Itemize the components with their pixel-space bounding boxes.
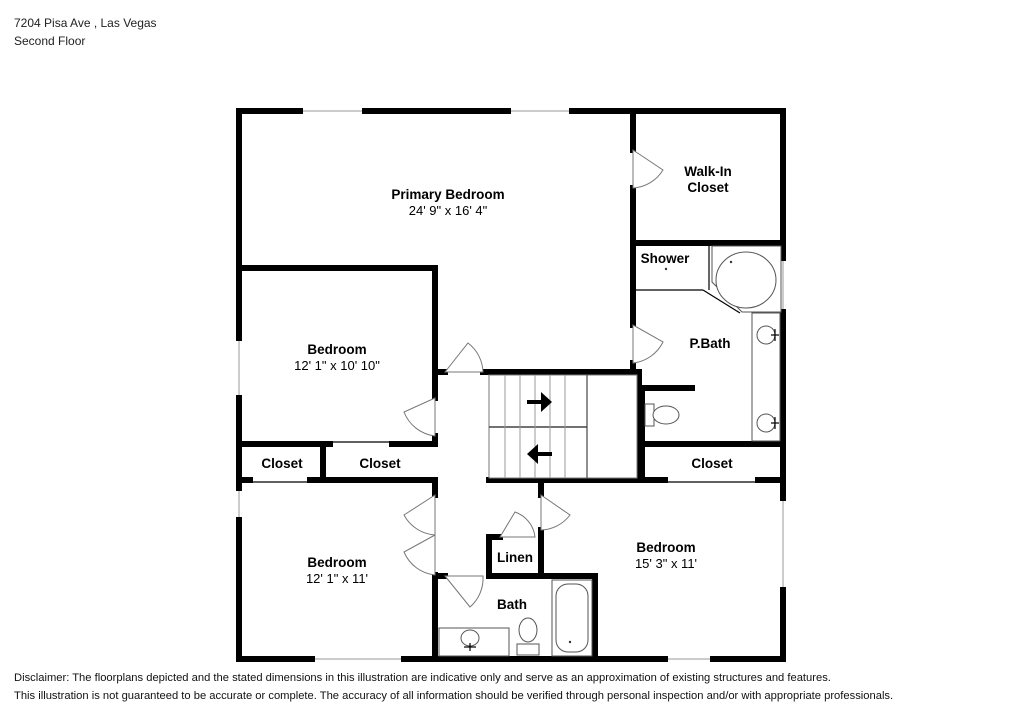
room-name-bath: Bath bbox=[497, 597, 527, 612]
exterior-walls bbox=[236, 108, 786, 662]
closet-sliders bbox=[250, 441, 758, 483]
property-address: 7204 Pisa Ave , Las Vegas bbox=[14, 16, 157, 30]
staircase bbox=[488, 374, 638, 479]
room-name-bedroom-lower-left: Bedroom bbox=[307, 555, 366, 570]
floor-label: Second Floor bbox=[14, 34, 86, 48]
door-linen bbox=[499, 511, 536, 538]
room-name-primary-bedroom: Primary Bedroom bbox=[391, 187, 504, 202]
toilet-icon bbox=[518, 617, 538, 643]
stair-arrow-left-icon bbox=[527, 444, 552, 464]
fixtures bbox=[438, 245, 782, 657]
corner-tub-icon bbox=[715, 251, 777, 309]
shower-drain-icon bbox=[664, 267, 668, 271]
room-name-bedroom-right: Bedroom bbox=[636, 540, 695, 555]
door-pbath bbox=[632, 324, 664, 364]
room-name-pbath: P.Bath bbox=[689, 336, 730, 351]
room-name-closet-right: Closet bbox=[691, 456, 733, 471]
door-bedroom-lower-left bbox=[403, 494, 436, 536]
toilet-icon bbox=[652, 405, 680, 425]
room-name-closet-left-b: Closet bbox=[359, 456, 401, 471]
door-bath bbox=[443, 575, 484, 608]
windows bbox=[237, 109, 785, 661]
disclaimer-line-1: Disclaimer: The floorplans depicted and … bbox=[14, 672, 831, 684]
room-dims-primary-bedroom: 24' 9" x 16' 4" bbox=[409, 203, 488, 218]
toilet-tank bbox=[516, 643, 540, 656]
room-name-shower: Shower bbox=[641, 251, 691, 266]
doors bbox=[403, 149, 664, 608]
door-primary-bedroom bbox=[443, 342, 484, 373]
door-bedroom-right bbox=[540, 494, 571, 531]
room-name-closet-left-a: Closet bbox=[261, 456, 303, 471]
room-name-walk-in-closet-2: Closet bbox=[687, 180, 729, 195]
disclaimer-line-2: This illustration is not guaranteed to b… bbox=[14, 690, 894, 702]
room-labels: Primary Bedroom 24' 9" x 16' 4" Walk-In … bbox=[261, 164, 733, 612]
room-name-bedroom-upper-left: Bedroom bbox=[307, 342, 366, 357]
stair-arrow-right-icon bbox=[527, 392, 552, 412]
room-dims-bedroom-upper-left: 12' 1" x 10' 10" bbox=[294, 358, 380, 373]
bathtub-icon bbox=[555, 583, 589, 653]
room-dims-bedroom-lower-left: 12' 1" x 11' bbox=[306, 571, 368, 586]
door-closet-lower-left bbox=[403, 534, 436, 576]
room-dims-bedroom-right: 15' 3" x 11' bbox=[635, 556, 697, 571]
room-name-linen: Linen bbox=[497, 550, 533, 565]
door-walk-in-closet bbox=[632, 149, 664, 189]
interior-walls bbox=[236, 108, 786, 662]
room-name-walk-in-closet-1: Walk-In bbox=[684, 164, 732, 179]
door-bedroom-upper-left bbox=[403, 397, 436, 437]
